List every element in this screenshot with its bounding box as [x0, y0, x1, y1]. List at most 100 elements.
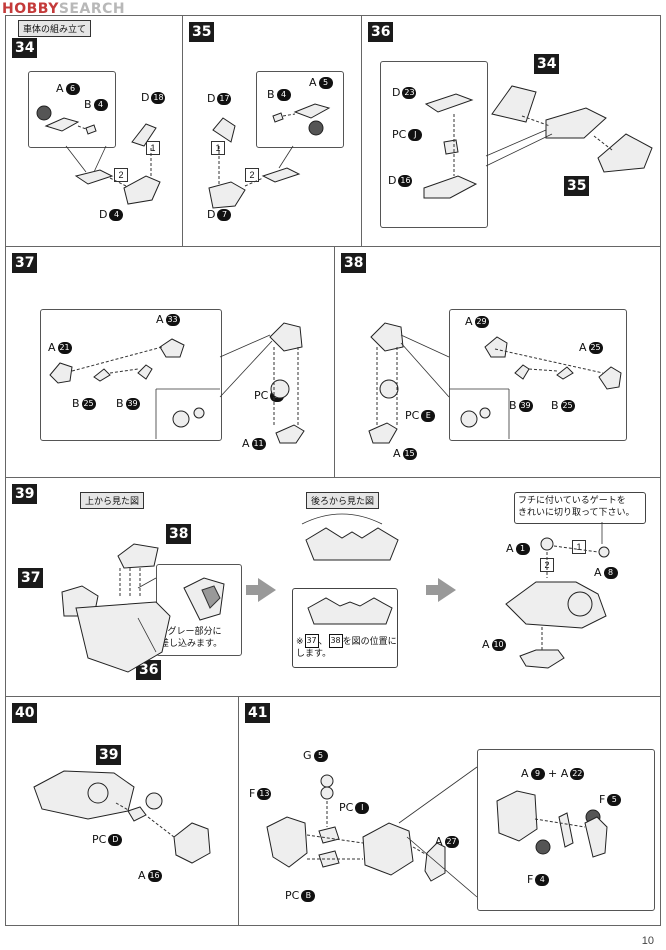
step-39-badge: 39	[12, 484, 38, 504]
step-34-order-1: 1	[146, 141, 160, 155]
step-34-order-2: 2	[114, 168, 128, 182]
step-36-part-34	[491, 85, 537, 123]
step-35-order-2: 2	[245, 168, 259, 182]
step-36-part-body	[545, 107, 607, 139]
step-39-view-back-label: 後ろから見た図	[306, 492, 380, 509]
step-35-order-1: 1	[211, 141, 225, 155]
step-38-part-a25	[598, 366, 622, 390]
step-41-part-f13	[266, 816, 308, 868]
step-38-warning-icon	[460, 410, 478, 428]
step-36-part-d16	[423, 175, 478, 199]
step-39-drawing-final	[505, 522, 610, 669]
step-37-part-a11	[275, 424, 305, 444]
step-39-ref-37: 37	[18, 568, 44, 588]
step-40-part-pc-d	[127, 806, 147, 822]
step-41-part-g5-b	[320, 786, 334, 800]
step-38-part-top	[370, 322, 404, 352]
step-36-part-pc-j	[443, 139, 459, 155]
step-34-cut-icon	[36, 105, 52, 121]
step-39-note-gray: ※グレー部分に 差し込みます。	[160, 627, 223, 649]
step-35-part-b4	[272, 112, 284, 123]
page-number: 10	[641, 935, 654, 947]
step-41-part-a9-a22	[496, 790, 538, 842]
step-38-drawing	[368, 322, 622, 444]
step-41-part-pc-i	[318, 826, 340, 844]
step-37-panel: 37 A21 A33 B25 B39 PCE A11	[5, 246, 335, 478]
step-35-part-d7	[208, 181, 246, 209]
step-41-part-body	[362, 822, 414, 876]
step-34-part-b4	[85, 124, 97, 135]
step-39-note-gate: フチに付いているゲートを きれいに切り取って下さい。	[518, 496, 635, 518]
logo-prefix: HOBBY	[2, 1, 59, 17]
step-36-inset	[380, 61, 488, 228]
step-38-part-pc-e	[379, 379, 399, 399]
site-logo: HOBBYSEARCH	[2, 1, 125, 17]
step-39-order-1: 1	[572, 540, 586, 554]
step-40-ref-39: 39	[96, 745, 122, 765]
step-34-sublabel: 車体の組み立て	[18, 20, 92, 37]
step-40-part-a16	[173, 822, 211, 864]
step-39-view-top-label: 上から見た図	[80, 492, 145, 509]
step-36-ref-34: 34	[534, 54, 560, 74]
step-34-part-d4	[123, 175, 161, 205]
step-37-part-a21	[49, 362, 73, 384]
step-35-part-a5	[293, 103, 331, 119]
step-38-part-a15	[368, 422, 398, 444]
step-37-part-b39	[137, 364, 153, 380]
step-36-part-d23	[424, 93, 474, 113]
step-36-part-35	[597, 133, 653, 173]
step-41-part-g5-a	[320, 774, 334, 788]
step-34-part-a6-assembled	[74, 169, 114, 185]
step-34-drawing	[36, 105, 161, 205]
step-35-badge: 35	[189, 22, 215, 42]
step-40-badge: 40	[12, 703, 38, 723]
step-39-drawing-top	[61, 543, 225, 673]
step-39-part-38	[117, 543, 159, 569]
step-38-part-a29	[484, 336, 508, 358]
step-39-ref-38: 38	[166, 524, 192, 544]
step-39-part-36	[75, 601, 171, 673]
step-40-warning-icon	[145, 792, 163, 810]
step-39-panel: 39 上から見た図 38 37 36 ※グレー部分に 差し込みます。 後ろから見…	[5, 477, 661, 697]
step-39-gate-notebox	[514, 492, 646, 524]
step-35-part-a5-assembled	[261, 167, 301, 183]
step-38-badge: 38	[341, 253, 367, 273]
step-37-part-a33	[159, 338, 185, 358]
step-40-part-39	[33, 770, 135, 820]
step-36-drawing	[423, 85, 653, 199]
step-35-cut-icon	[308, 120, 324, 136]
step-41-part-f-mid	[558, 812, 574, 848]
step-38-part-b25	[556, 366, 574, 380]
